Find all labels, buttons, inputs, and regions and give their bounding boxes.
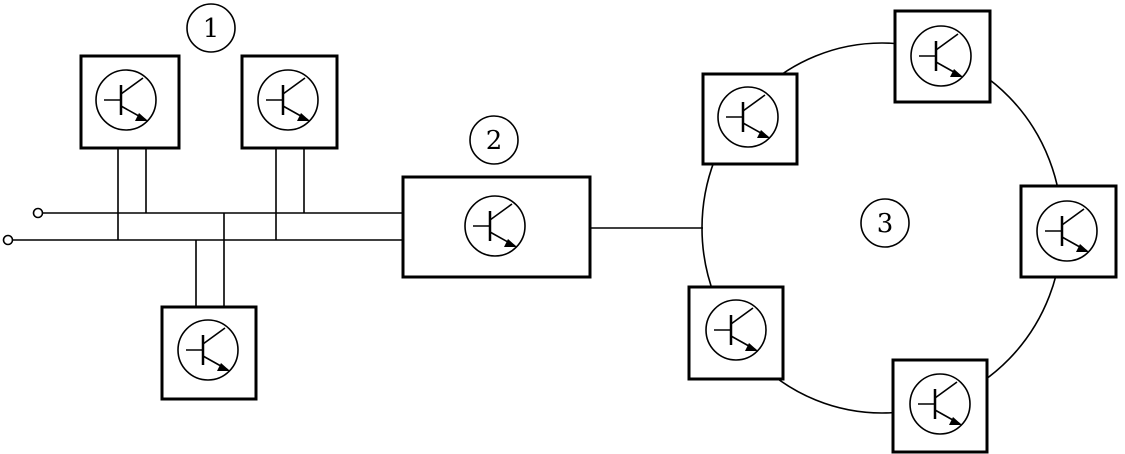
transistor-icon — [256, 68, 320, 132]
group-label-3: 3 — [860, 198, 910, 248]
transistor-icon — [908, 372, 972, 436]
group-label-2-text: 2 — [486, 126, 503, 156]
bus-network-wires — [2, 148, 403, 307]
ring-device-lower-left — [687, 285, 785, 381]
transistor-icon — [704, 298, 768, 362]
ring-device-upper-left — [701, 72, 799, 166]
terminal-lower — [2, 234, 14, 246]
star-hub-device — [401, 175, 592, 279]
bus-device-bottom — [160, 305, 258, 401]
ring-device-right — [1019, 184, 1118, 279]
group-label-1: 1 — [186, 3, 236, 53]
transistor-icon — [1035, 199, 1099, 263]
group-label-3-text: 3 — [877, 209, 894, 239]
transistor-icon — [716, 85, 780, 149]
transistor-icon — [176, 318, 240, 382]
terminal-upper — [32, 207, 44, 219]
ring-device-top — [893, 9, 992, 104]
group-label-2: 2 — [469, 115, 519, 165]
ring-device-bottom — [891, 358, 989, 454]
transistor-icon — [94, 68, 158, 132]
transistor-icon — [909, 24, 973, 88]
bus-device-top-left — [79, 54, 181, 150]
bus-device-top-right — [240, 54, 339, 150]
group-label-1-text: 1 — [203, 14, 220, 44]
transistor-icon — [463, 194, 527, 258]
